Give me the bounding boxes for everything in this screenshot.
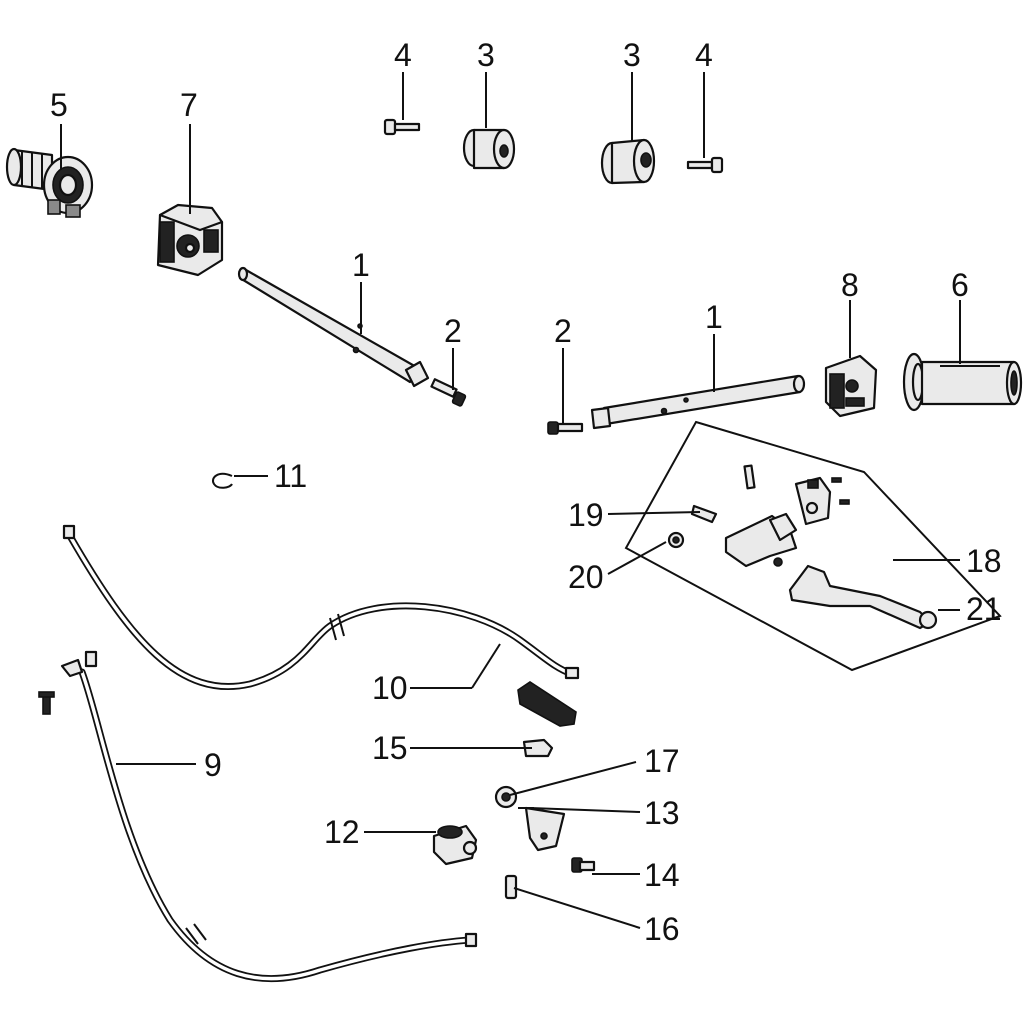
part-cable-10 xyxy=(62,524,580,691)
part-weight-3-right xyxy=(600,138,656,185)
callout-16: 16 xyxy=(644,911,680,947)
part-handlebar-right xyxy=(590,374,806,430)
part-weight-3-left xyxy=(462,128,516,170)
callout-2-left: 2 xyxy=(444,313,462,349)
callout-15: 15 xyxy=(372,730,408,766)
callout-18: 18 xyxy=(966,543,1002,579)
part-right-switch-housing xyxy=(824,354,878,418)
callout-4-right: 4 xyxy=(695,37,713,73)
part-cable-9 xyxy=(38,650,478,983)
callout-19: 19 xyxy=(568,497,604,533)
part-brake-lever-assembly xyxy=(624,420,1002,672)
part-screw-16 xyxy=(504,874,518,900)
callout-17: 17 xyxy=(644,743,680,779)
callout-4-left: 4 xyxy=(394,37,412,73)
leader-lines xyxy=(60,72,961,929)
callout-21: 21 xyxy=(966,591,1002,627)
callout-13: 13 xyxy=(644,795,680,831)
callout-2-right: 2 xyxy=(554,313,572,349)
part-cable-clip xyxy=(212,472,233,489)
part-bolt-4-right xyxy=(686,156,724,174)
callout-9: 9 xyxy=(204,747,222,783)
part-throttle-grip xyxy=(5,147,94,218)
part-bolt-14 xyxy=(571,857,596,873)
callout-8: 8 xyxy=(841,267,859,303)
callout-6: 6 xyxy=(951,267,969,303)
callout-20: 20 xyxy=(568,559,604,595)
part-hand-grip xyxy=(902,352,1023,412)
part-left-switch-housing xyxy=(156,203,224,277)
part-bolt-2-left xyxy=(430,378,467,407)
callout-12: 12 xyxy=(324,814,360,850)
callout-5: 5 xyxy=(50,87,68,123)
part-handlebar-left xyxy=(237,266,430,388)
callout-3-right: 3 xyxy=(623,37,641,73)
callout-1-left: 1 xyxy=(352,247,370,283)
part-bolt-2-right xyxy=(547,421,584,435)
part-bracket-15 xyxy=(522,738,554,758)
callout-labels: 5 7 4 3 3 4 1 2 2 1 8 6 11 19 20 18 21 1… xyxy=(50,37,1002,947)
callout-7: 7 xyxy=(180,87,198,123)
callout-11: 11 xyxy=(274,458,307,494)
part-clamp-12 xyxy=(432,824,478,866)
part-bolt-4-left xyxy=(383,118,421,136)
callout-14: 14 xyxy=(644,857,680,893)
part-bracket-13 xyxy=(518,806,566,852)
part-lever-cover xyxy=(517,681,577,727)
part-washer-17 xyxy=(494,785,518,809)
callout-1-right: 1 xyxy=(705,299,723,335)
callout-10: 10 xyxy=(372,670,408,706)
callout-3-left: 3 xyxy=(477,37,495,73)
